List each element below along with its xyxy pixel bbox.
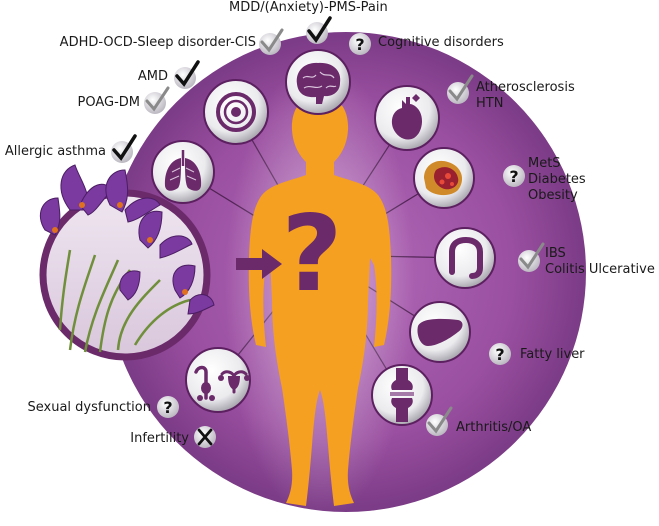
label-allergic: Allergic asthma bbox=[4, 144, 106, 159]
mark-arthritis-check-icon bbox=[426, 406, 453, 436]
crocus-flower-image bbox=[39, 164, 215, 361]
label-infertility: Infertility bbox=[130, 431, 189, 446]
label-athero: Atherosclerosis HTN bbox=[476, 80, 575, 111]
mark-infertility-cross-icon bbox=[194, 426, 216, 448]
label-adhd: ADHD-OCD-Sleep disorder-CIS bbox=[59, 35, 256, 50]
label-fatty: Fatty liver bbox=[520, 347, 585, 362]
label-ibs: IBS Colitis Ulcerative bbox=[545, 246, 655, 277]
eye-icon bbox=[203, 79, 269, 145]
reproductive-organs-icon bbox=[185, 347, 251, 413]
heart-icon bbox=[374, 85, 440, 151]
organ-badges bbox=[151, 49, 496, 426]
svg-text:?: ? bbox=[355, 35, 364, 54]
label-amd: AMD bbox=[137, 69, 168, 84]
arrow-pointer bbox=[236, 249, 282, 279]
mark-athero-check-icon bbox=[447, 74, 474, 104]
svg-text:?: ? bbox=[495, 345, 504, 364]
mark-fatty-question-icon: ? bbox=[489, 343, 511, 365]
mark-group: ? ? bbox=[111, 16, 545, 448]
mark-allergic-check-icon bbox=[111, 134, 137, 163]
colon-icon bbox=[434, 227, 496, 289]
svg-text:?: ? bbox=[509, 167, 518, 186]
label-mdd: MDD/(Anxiety)-PMS-Pain bbox=[229, 0, 388, 15]
mark-cognitive-question-icon: ? bbox=[349, 33, 371, 55]
mark-poag-check-icon bbox=[144, 86, 170, 114]
human-silhouette bbox=[225, 60, 415, 520]
mark-amd-check-icon bbox=[174, 60, 200, 89]
fat-cell-icon bbox=[413, 147, 475, 209]
label-poag: POAG-DM bbox=[77, 95, 141, 110]
mark-mdd-check-icon bbox=[259, 16, 332, 55]
svg-text:?: ? bbox=[163, 398, 172, 417]
label-sexual: Sexual dysfunction bbox=[27, 400, 152, 415]
mark-mets-question-icon: ? bbox=[503, 165, 525, 187]
mark-sexual-question-icon: ? bbox=[157, 396, 179, 418]
liver-icon bbox=[409, 301, 471, 363]
knee-joint-icon bbox=[371, 364, 433, 426]
label-arthritis: Arthritis/OA bbox=[456, 420, 532, 435]
label-cognitive: Cognitive disorders bbox=[378, 35, 504, 50]
brain-icon bbox=[285, 49, 351, 115]
label-mets: MetS Diabetes Obesity bbox=[528, 156, 586, 203]
lungs-icon bbox=[151, 140, 215, 204]
mark-ibs-check-icon bbox=[518, 242, 545, 272]
torso-question-mark: ? bbox=[282, 193, 343, 315]
